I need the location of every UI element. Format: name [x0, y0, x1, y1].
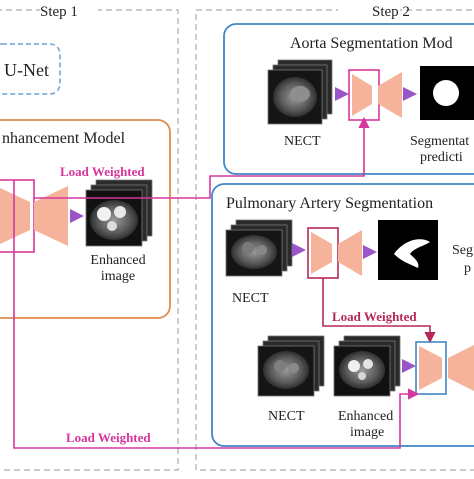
pulmonary-bottom-encoder	[419, 346, 442, 390]
aorta-output-label-1: Segmentat	[410, 134, 469, 149]
load-weighted-top-label: Load Weighted	[60, 164, 145, 179]
aorta-nect-stack	[268, 60, 332, 124]
pulmonary-bottom-input1-label: NECT	[268, 409, 305, 424]
step1-title: Step 1	[40, 4, 78, 20]
aorta-encoder	[352, 74, 372, 116]
pulmonary-title: Pulmonary Artery Segmentation	[226, 195, 433, 212]
pulmonary-decoder	[338, 230, 362, 276]
enhancement-decoder	[34, 186, 68, 246]
aorta-title: Aorta Segmentation Mod	[290, 35, 453, 52]
pulmonary-bottom-enhanced-stack	[334, 336, 400, 396]
load-weighted-bottom-label: Load Weighted	[66, 430, 151, 445]
enhanced-image-stack	[86, 180, 152, 246]
step2-title: Step 2	[372, 4, 410, 20]
aorta-decoder	[378, 72, 402, 118]
pulmonary-output-label-1: Seg	[452, 243, 473, 258]
pulmonary-bottom-nect-stack	[258, 336, 324, 396]
pulmonary-bottom-input2-label-2: image	[350, 425, 384, 440]
pulmonary-nect-stack	[226, 220, 292, 276]
pulmonary-encoder	[311, 232, 332, 274]
unet-label: U-Net	[4, 60, 49, 80]
aorta-prediction-mask	[420, 66, 474, 120]
pulmonary-bottom-decoder	[448, 344, 474, 392]
aorta-output-label-2: predicti	[420, 150, 463, 165]
pulmonary-input-label: NECT	[232, 291, 269, 306]
pulmonary-bottom-input2-label-1: Enhanced	[338, 409, 393, 424]
enhanced-image-label-2: image	[101, 269, 135, 284]
enhancement-encoder	[0, 188, 30, 244]
enhanced-image-label-1: Enhanced	[90, 253, 145, 268]
aorta-input-label: NECT	[284, 134, 321, 149]
pulmonary-output-label-2: p	[464, 261, 471, 276]
pulmonary-prediction-mask	[378, 220, 438, 280]
enhancement-title: nhancement Model	[2, 130, 126, 147]
load-weighted-mid-label: Load Weighted	[332, 309, 417, 324]
